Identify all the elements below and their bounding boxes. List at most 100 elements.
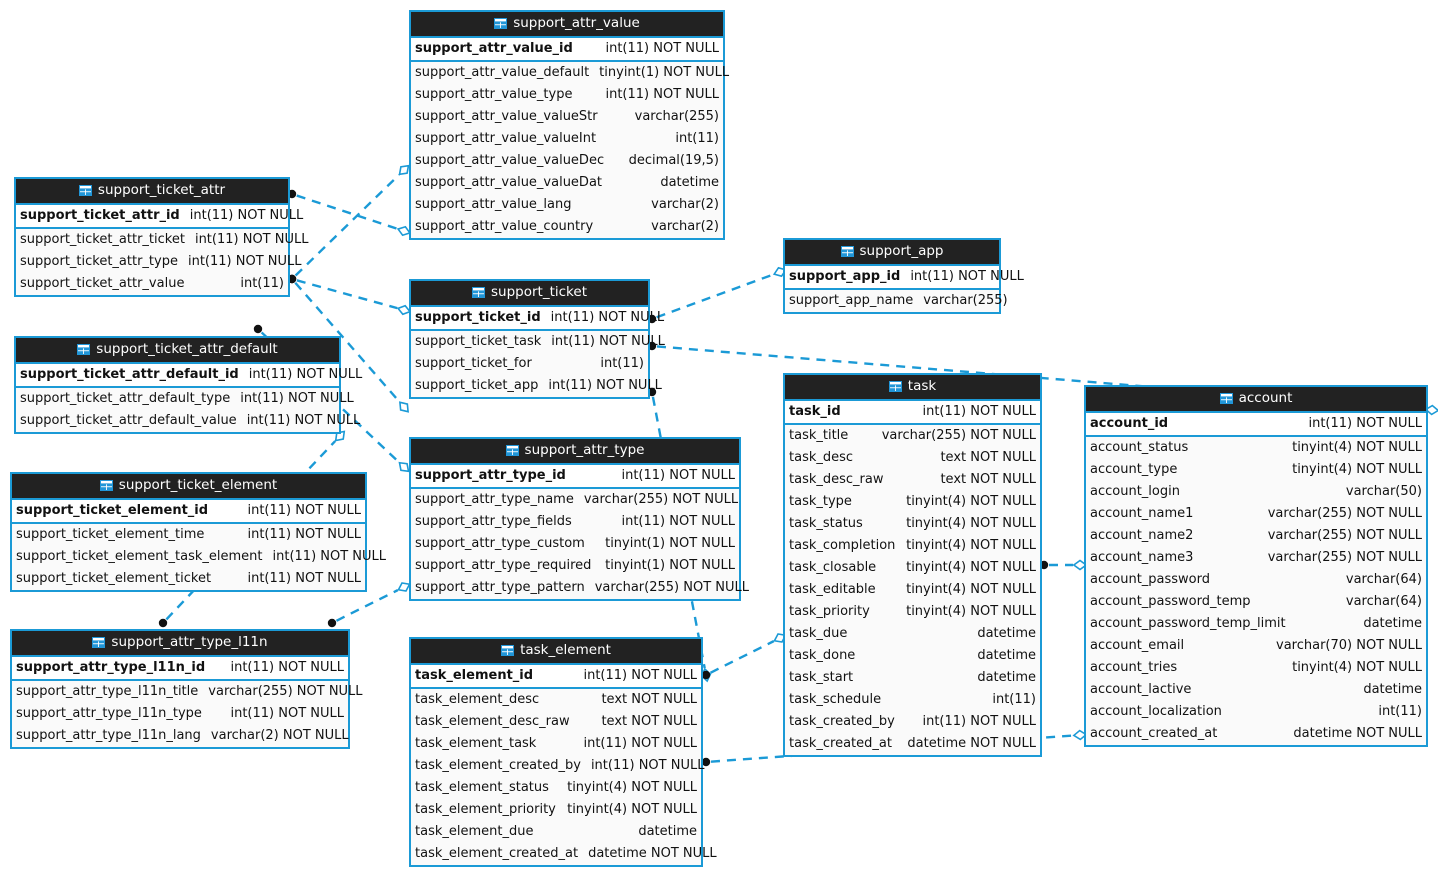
- column-name: task_element_created_by: [415, 758, 581, 773]
- column-type: varchar(255) NOT NULL: [594, 580, 749, 595]
- column-type: int(11) NOT NULL: [621, 514, 735, 529]
- column-type: varchar(64): [1345, 594, 1422, 609]
- column-type: int(11): [600, 356, 644, 371]
- column-name: task_element_status: [415, 780, 549, 795]
- column-name: task_desc_raw: [789, 472, 884, 487]
- column-name: support_ticket_element_ticket: [16, 571, 212, 586]
- column-type: int(11) NOT NULL: [230, 660, 344, 675]
- column-type: tinyint(4) NOT NULL: [906, 582, 1036, 597]
- column-name: support_ticket_attr_default_type: [20, 391, 231, 406]
- column-name: account_localization: [1090, 704, 1222, 719]
- column-type: datetime: [638, 824, 697, 839]
- column-type: datetime: [977, 626, 1036, 641]
- entity-header: support_app: [785, 240, 999, 264]
- column-type: tinyint(1) NOT NULL: [605, 536, 735, 551]
- relationship-source-dot: [253, 324, 263, 334]
- column-type: int(11) NOT NULL: [605, 87, 719, 102]
- column-name: support_attr_type_name: [415, 492, 574, 507]
- column-type: int(11) NOT NULL: [910, 269, 1024, 284]
- column-name: task_editable: [789, 582, 876, 597]
- column-name: support_attr_value_valueDat: [415, 175, 603, 190]
- column-name: task_title: [789, 428, 849, 443]
- relationship-edge[interactable]: [287, 162, 412, 284]
- relationship-edge[interactable]: [287, 189, 412, 237]
- column-type: datetime: [977, 670, 1036, 685]
- column-name: account_lactive: [1090, 682, 1192, 697]
- column-name: task_priority: [789, 604, 870, 619]
- column-type: int(11) NOT NULL: [590, 758, 705, 773]
- column-name: task_schedule: [789, 692, 882, 707]
- table-icon: [99, 480, 113, 491]
- relationship-edge[interactable]: [647, 266, 788, 324]
- column-name: account_name1: [1090, 506, 1194, 521]
- relationship-edge[interactable]: [287, 274, 412, 316]
- column-type: int(11): [675, 131, 719, 146]
- column-name: task_created_by: [789, 714, 895, 729]
- column-type: int(11) NOT NULL: [240, 391, 354, 406]
- entity-header: account: [1086, 387, 1426, 411]
- column-type: tinyint(4) NOT NULL: [1292, 660, 1422, 675]
- relationship-line: [296, 194, 398, 230]
- column-name: support_attr_type_custom: [415, 536, 585, 551]
- column-row: support_attr_type_custom tinyint(1) NOT N…: [411, 533, 739, 555]
- column-type: int(11): [240, 276, 284, 291]
- relationship-edge[interactable]: [1039, 559, 1088, 571]
- entity-name: account: [1238, 390, 1293, 406]
- column-type: varchar(64): [1345, 572, 1422, 587]
- column-name: support_attr_value_valueInt: [415, 131, 597, 146]
- column-name: support_ticket_element_id: [16, 503, 209, 518]
- column-name: support_attr_value_lang: [415, 197, 572, 212]
- relationship-line: [335, 589, 399, 622]
- column-name: account_name3: [1090, 550, 1194, 565]
- entity-header: support_attr_type: [411, 439, 739, 463]
- column-name: account_tries: [1090, 660, 1178, 675]
- relationship-edge[interactable]: [701, 631, 788, 680]
- column-name: account_id: [1090, 416, 1169, 431]
- column-name: support_ticket_attr_id: [20, 208, 180, 223]
- column-name: task_desc: [789, 450, 854, 465]
- column-row: account_tries tinyint(4) NOT NULL: [1086, 657, 1426, 679]
- entity-name: support_attr_type_l11n: [111, 634, 268, 650]
- column-name: account_password_temp: [1090, 594, 1251, 609]
- column-name: support_ticket_attr_type: [20, 254, 178, 269]
- column-type: datetime NOT NULL: [1293, 726, 1422, 741]
